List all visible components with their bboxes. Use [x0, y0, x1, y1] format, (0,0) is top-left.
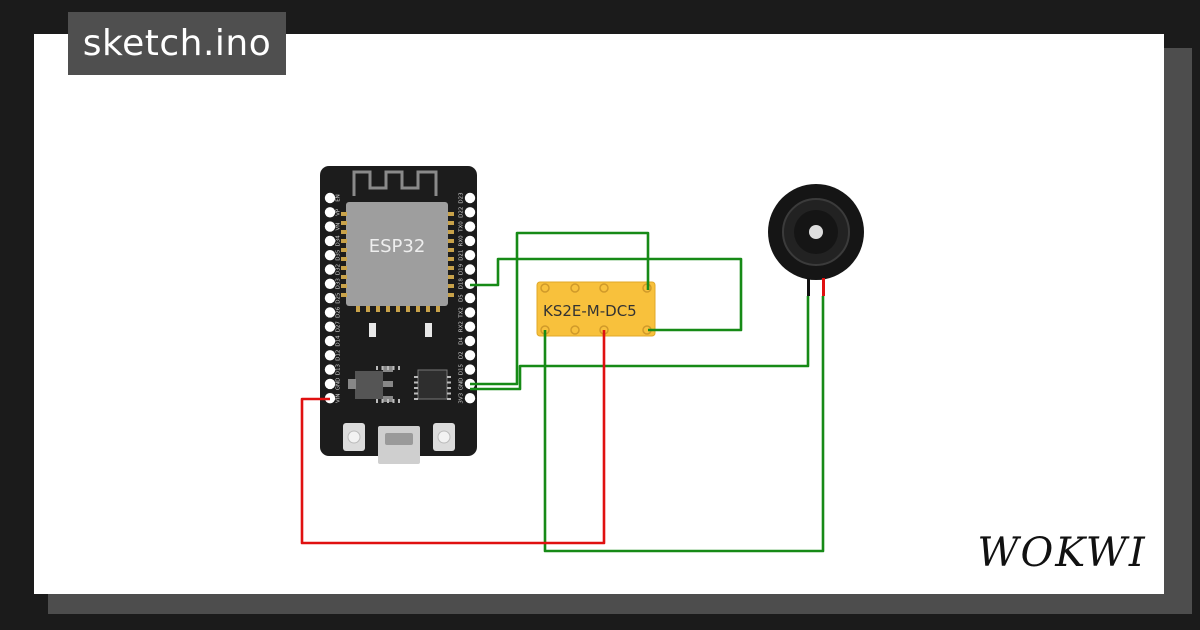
pin-label-right-d4: D4 [459, 337, 465, 345]
wires [300, 231, 825, 553]
pin-hole-left-d34[interactable] [324, 235, 336, 247]
usb-serial-chip [376, 366, 451, 403]
pin-hole-left-en[interactable] [324, 192, 336, 204]
pin-label-right-gnd: GND [459, 378, 465, 391]
pin-hole-right-d4[interactable] [464, 335, 476, 347]
esp32-module [346, 202, 448, 306]
pin-label-left-en: EN [336, 194, 342, 202]
wire-gnd-to-relay [470, 231, 650, 386]
pin-hole-left-d26[interactable] [324, 307, 336, 318]
pin-label-left-d13: D13 [336, 363, 342, 375]
pin-label-left-d34: D34 [336, 235, 342, 247]
pin-label-right-d21: D21 [459, 250, 465, 261]
pin-hole-left-vp[interactable] [324, 207, 336, 218]
pin-hole-left-d35[interactable] [324, 250, 336, 261]
pin-label-left-gnd: GND [336, 378, 342, 391]
wokwi-logo: WOKWI [977, 530, 1146, 576]
wire-d18-to-relay [470, 257, 743, 332]
pin-hole-left-d14[interactable] [324, 335, 336, 347]
pin-hole-left-d32[interactable] [324, 264, 336, 275]
pin-hole-left-d25[interactable] [324, 292, 336, 304]
pin-hole-right-rx0[interactable] [464, 235, 476, 247]
file-tab[interactable]: sketch.ino [68, 12, 286, 75]
pin-hole-right-d15[interactable] [464, 364, 476, 375]
pin-hole-left-vn[interactable] [324, 221, 336, 232]
pin-hole-right-d22[interactable] [464, 207, 476, 218]
pin-label-left-d33: D33 [336, 278, 342, 290]
pin-label-left-vp: VP [336, 208, 342, 216]
pin-label-right-rx2: RX2 [459, 321, 465, 332]
pin-label-right-d19: D19 [459, 263, 465, 275]
wire-relay-to-buzzer [543, 296, 825, 553]
pin-hole-right-d19[interactable] [464, 264, 476, 275]
board-label: ESP32 [369, 236, 426, 257]
pin-label-right-d15: D15 [459, 363, 465, 375]
pin-hole-right-rx2[interactable] [464, 321, 476, 332]
relay-label: KS2E-M-DC5 [543, 302, 637, 320]
pin-label-right-d5: D5 [459, 294, 465, 302]
antenna-trace [352, 170, 438, 196]
boot-button[interactable] [343, 423, 365, 451]
pin-hole-right-3v3[interactable] [464, 393, 476, 404]
pin-hole-left-d13[interactable] [324, 364, 336, 375]
pin-label-left-d14: D14 [336, 335, 342, 347]
pin-label-right-3v3: 3V3 [459, 392, 465, 403]
pin-label-left-d12: D12 [336, 350, 342, 361]
pin-hole-right-d23[interactable] [464, 192, 476, 204]
pin-hole-left-d33[interactable] [324, 278, 336, 289]
pin-label-right-d22: D22 [459, 207, 465, 218]
pin-hole-left-d27[interactable] [324, 321, 336, 332]
pin-label-left-d26: D26 [336, 306, 342, 318]
buzzer-icon[interactable] [768, 184, 864, 296]
pin-label-right-d18: D18 [459, 278, 465, 290]
pin-label-left-d27: D27 [336, 321, 342, 333]
pin-hole-right-d2[interactable] [464, 350, 476, 361]
pin-label-right-rx0: RX0 [459, 235, 465, 247]
pin-label-left-d32: D32 [336, 264, 342, 275]
module-pads [341, 212, 454, 312]
relay-module[interactable]: KS2E-M-DC5 [536, 281, 656, 337]
right-pin-header: D23D22TX0RX0D21D19D18D5TX2RX2D4D2D15GND3… [459, 192, 476, 404]
wire-gnd-to-buzzer [470, 296, 810, 391]
pin-hole-right-d21[interactable] [464, 250, 476, 261]
pin-label-right-tx2: TX2 [459, 307, 465, 319]
pin-hole-left-gnd[interactable] [324, 378, 336, 390]
pin-hole-right-d5[interactable] [464, 292, 476, 304]
pin-label-right-d2: D2 [459, 351, 465, 359]
reset-button[interactable] [433, 423, 455, 451]
pin-label-right-d23: D23 [459, 192, 465, 204]
pin-label-left-vin: VIN [336, 393, 342, 403]
pin-label-left-d25: D25 [336, 292, 342, 304]
pin-hole-right-tx0[interactable] [464, 221, 476, 232]
pin-label-left-d35: D35 [336, 249, 342, 261]
pin-label-right-tx0: TX0 [459, 221, 465, 233]
pin-label-left-vn: VN [336, 223, 342, 231]
wire-vin-to-relay [300, 330, 606, 545]
pin-hole-left-d12[interactable] [324, 350, 336, 361]
pin-hole-right-tx2[interactable] [464, 307, 476, 318]
